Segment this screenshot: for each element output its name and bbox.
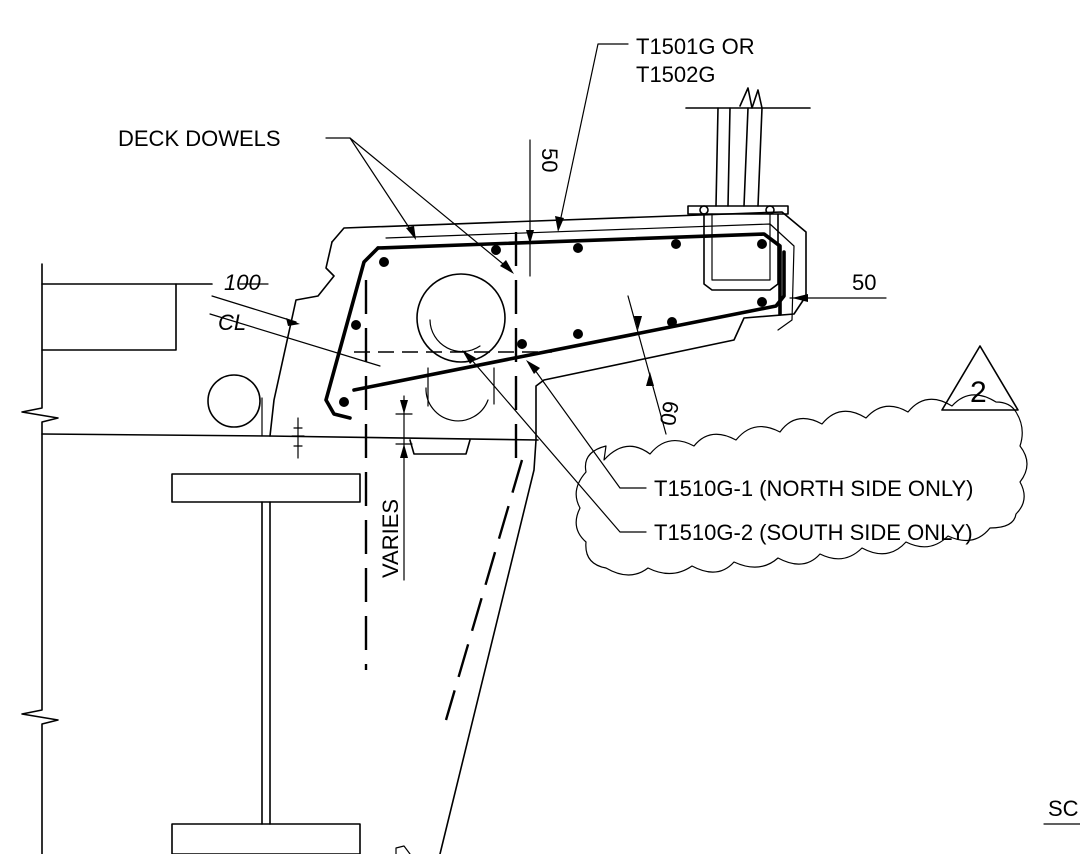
rail-post [685,87,811,215]
rebar-cage [324,213,795,420]
rebar-dots [339,239,767,407]
revision-number: 2 [970,376,987,409]
girder-outline [21,263,539,854]
label-rebar-top-line2: T1502G [636,62,716,87]
leader-deck-dowels [325,137,514,274]
dimension-varies [395,395,413,581]
label-corner: SC [1048,796,1079,821]
dimension-right-50 [789,294,887,302]
label-dim-top: 50 [537,148,562,172]
steel-i-beam [171,473,361,854]
label-varies: VARIES [378,499,403,578]
label-deck-dowels: DECK DOWELS [118,126,281,151]
revision-triangle [941,345,1019,411]
hidden-lines [354,232,552,721]
label-south-bar: T1510G-2 (SOUTH SIDE ONLY) [654,520,973,545]
dimension-bottom-60 [627,295,667,435]
leader-t1510g [462,350,647,533]
conduits [416,273,506,422]
label-dim-right: 50 [852,270,876,295]
leader-top-rebar [555,43,629,232]
label-rebar-top-line1: T1501G OR [636,34,755,59]
barrier-outline [269,211,807,854]
label-centerline: CL [218,310,246,335]
label-north-bar: T1510G-1 (NORTH SIDE ONLY) [654,476,973,501]
revision-cloud [575,394,1028,576]
dimension-left-100 [209,283,381,367]
label-dim-left: 100 [224,270,261,295]
label-dim-bottom: 60 [655,399,684,427]
dimension-top-50 [526,139,534,277]
